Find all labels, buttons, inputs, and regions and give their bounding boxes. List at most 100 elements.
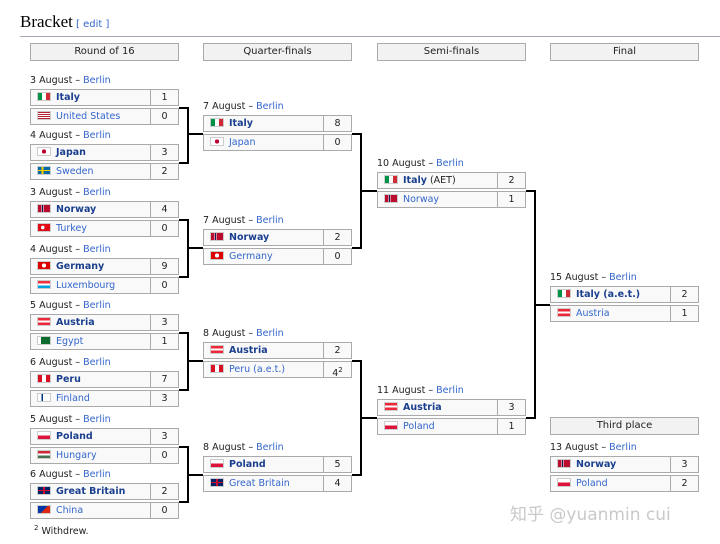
city-link[interactable]: Berlin [83,244,111,255]
team-name-link[interactable]: Austria [576,308,610,319]
team-name-link[interactable]: Finland [56,393,90,404]
team-score: 0 [151,109,178,124]
score-footnote-mark[interactable]: 2 [338,366,343,374]
section-title: Bracket [20,12,73,31]
city-link[interactable]: Berlin [436,158,464,169]
team-name-link[interactable]: Sweden [56,166,94,177]
team-cell: Austria [551,306,671,321]
poland-flag-icon [37,431,51,440]
match-date: 13 August – Berlin [550,442,637,453]
date-separator: – [245,215,257,226]
team-name-link[interactable]: Luxembourg [56,280,116,291]
team-cell: Germany [204,249,324,264]
city-link[interactable]: Berlin [256,215,284,226]
team-name-link[interactable]: Italy (a.e.t.) [576,289,641,300]
round-header-0: Round of 16 [30,43,179,61]
germany-flag-icon [37,261,51,270]
date-text: 13 August [550,442,599,453]
team-name-link[interactable]: United States [56,111,121,122]
score-value: 7 [161,374,168,385]
city-link[interactable]: Berlin [609,272,637,283]
match-date: 15 August – Berlin [550,272,637,283]
team-name-link[interactable]: Germany [229,251,273,262]
austria-flag-icon [384,402,398,411]
round-header-1: Quarter-finals [203,43,352,61]
bracket-connector [534,304,550,306]
team-score: 0 [151,503,178,518]
city-link[interactable]: Berlin [256,101,284,112]
date-text: 5 August [30,300,73,311]
team-name-link[interactable]: Norway [403,194,440,205]
city-link[interactable]: Berlin [256,328,284,339]
team-name-link[interactable]: Italy [229,118,253,129]
date-separator: – [72,357,84,368]
team-cell: Japan [31,145,151,160]
team-name-link[interactable]: Peru (a.e.t.) [229,364,286,375]
city-link[interactable]: Berlin [83,357,111,368]
team-row: Norway 1 [377,191,526,208]
match-date: 11 August – Berlin [377,385,464,396]
city-link[interactable]: Berlin [83,75,111,86]
city-link[interactable]: Berlin [83,300,111,311]
round-header-3: Final [550,43,699,61]
team-score: 0 [324,135,351,150]
date-text: 15 August [550,272,599,283]
team-name-link[interactable]: Austria [229,345,268,356]
date-separator: – [72,130,84,141]
team-name-link[interactable]: Norway [576,459,617,470]
edit-link[interactable]: [ edit ] [76,19,110,30]
team-name-link[interactable]: Peru [56,374,81,385]
city-link[interactable]: Berlin [256,442,284,453]
city-link[interactable]: Berlin [609,442,637,453]
team-row: Austria 1 [550,305,699,322]
team-name-link[interactable]: Poland [576,478,608,489]
team-name-link[interactable]: Germany [56,261,105,272]
team-name-link[interactable]: Norway [229,232,270,243]
team-name-link[interactable]: Italy [56,92,80,103]
date-text: 6 August [30,469,73,480]
team-cell: Finland [31,391,151,406]
bracket-connector [179,219,187,221]
match-date: 6 August – Berlin [30,357,111,368]
city-link[interactable]: Berlin [83,187,111,198]
team-name-link[interactable]: Poland [229,459,266,470]
team-name-link[interactable]: China [56,505,84,516]
team-name-link[interactable]: Hungary [56,450,97,461]
city-link[interactable]: Berlin [83,469,111,480]
team-name-link[interactable]: Great Britain [229,478,290,489]
team-name-link[interactable]: Austria [56,317,95,328]
usa-flag-icon [37,111,51,120]
date-separator: – [72,187,84,198]
city-link[interactable]: Berlin [83,414,111,425]
team-name-link[interactable]: Turkey [56,223,87,234]
poland-flag-icon [384,421,398,430]
team-score: 3 [498,400,525,415]
score-value: 2 [161,166,168,177]
team-name-link[interactable]: Poland [56,431,93,442]
team-name-link[interactable]: Japan [229,137,256,148]
city-link[interactable]: Berlin [83,130,111,141]
bracket-connector [187,474,203,476]
match-date: 8 August – Berlin [203,328,284,339]
team-score: 1 [498,192,525,207]
team-name-link[interactable]: Japan [56,147,86,158]
team-cell: Italy (a.e.t.) [551,287,671,302]
score-value: 1 [681,308,688,319]
team-name-link[interactable]: Italy [403,175,427,186]
team-score: 1 [498,419,525,434]
team-name-link[interactable]: Austria [403,402,442,413]
city-link[interactable]: Berlin [436,385,464,396]
team-name-link[interactable]: Norway [56,204,97,215]
date-text: 4 August [30,130,73,141]
team-score: 2 [671,287,698,302]
team-row: Peru (a.e.t.)42 [203,361,352,379]
team-name-link[interactable]: Egypt [56,336,84,347]
team-name-link[interactable]: Great Britain [56,486,126,497]
match-date: 7 August – Berlin [203,101,284,112]
date-separator: – [72,244,84,255]
bracket-connector [352,133,360,135]
team-name-link[interactable]: Poland [403,421,435,432]
